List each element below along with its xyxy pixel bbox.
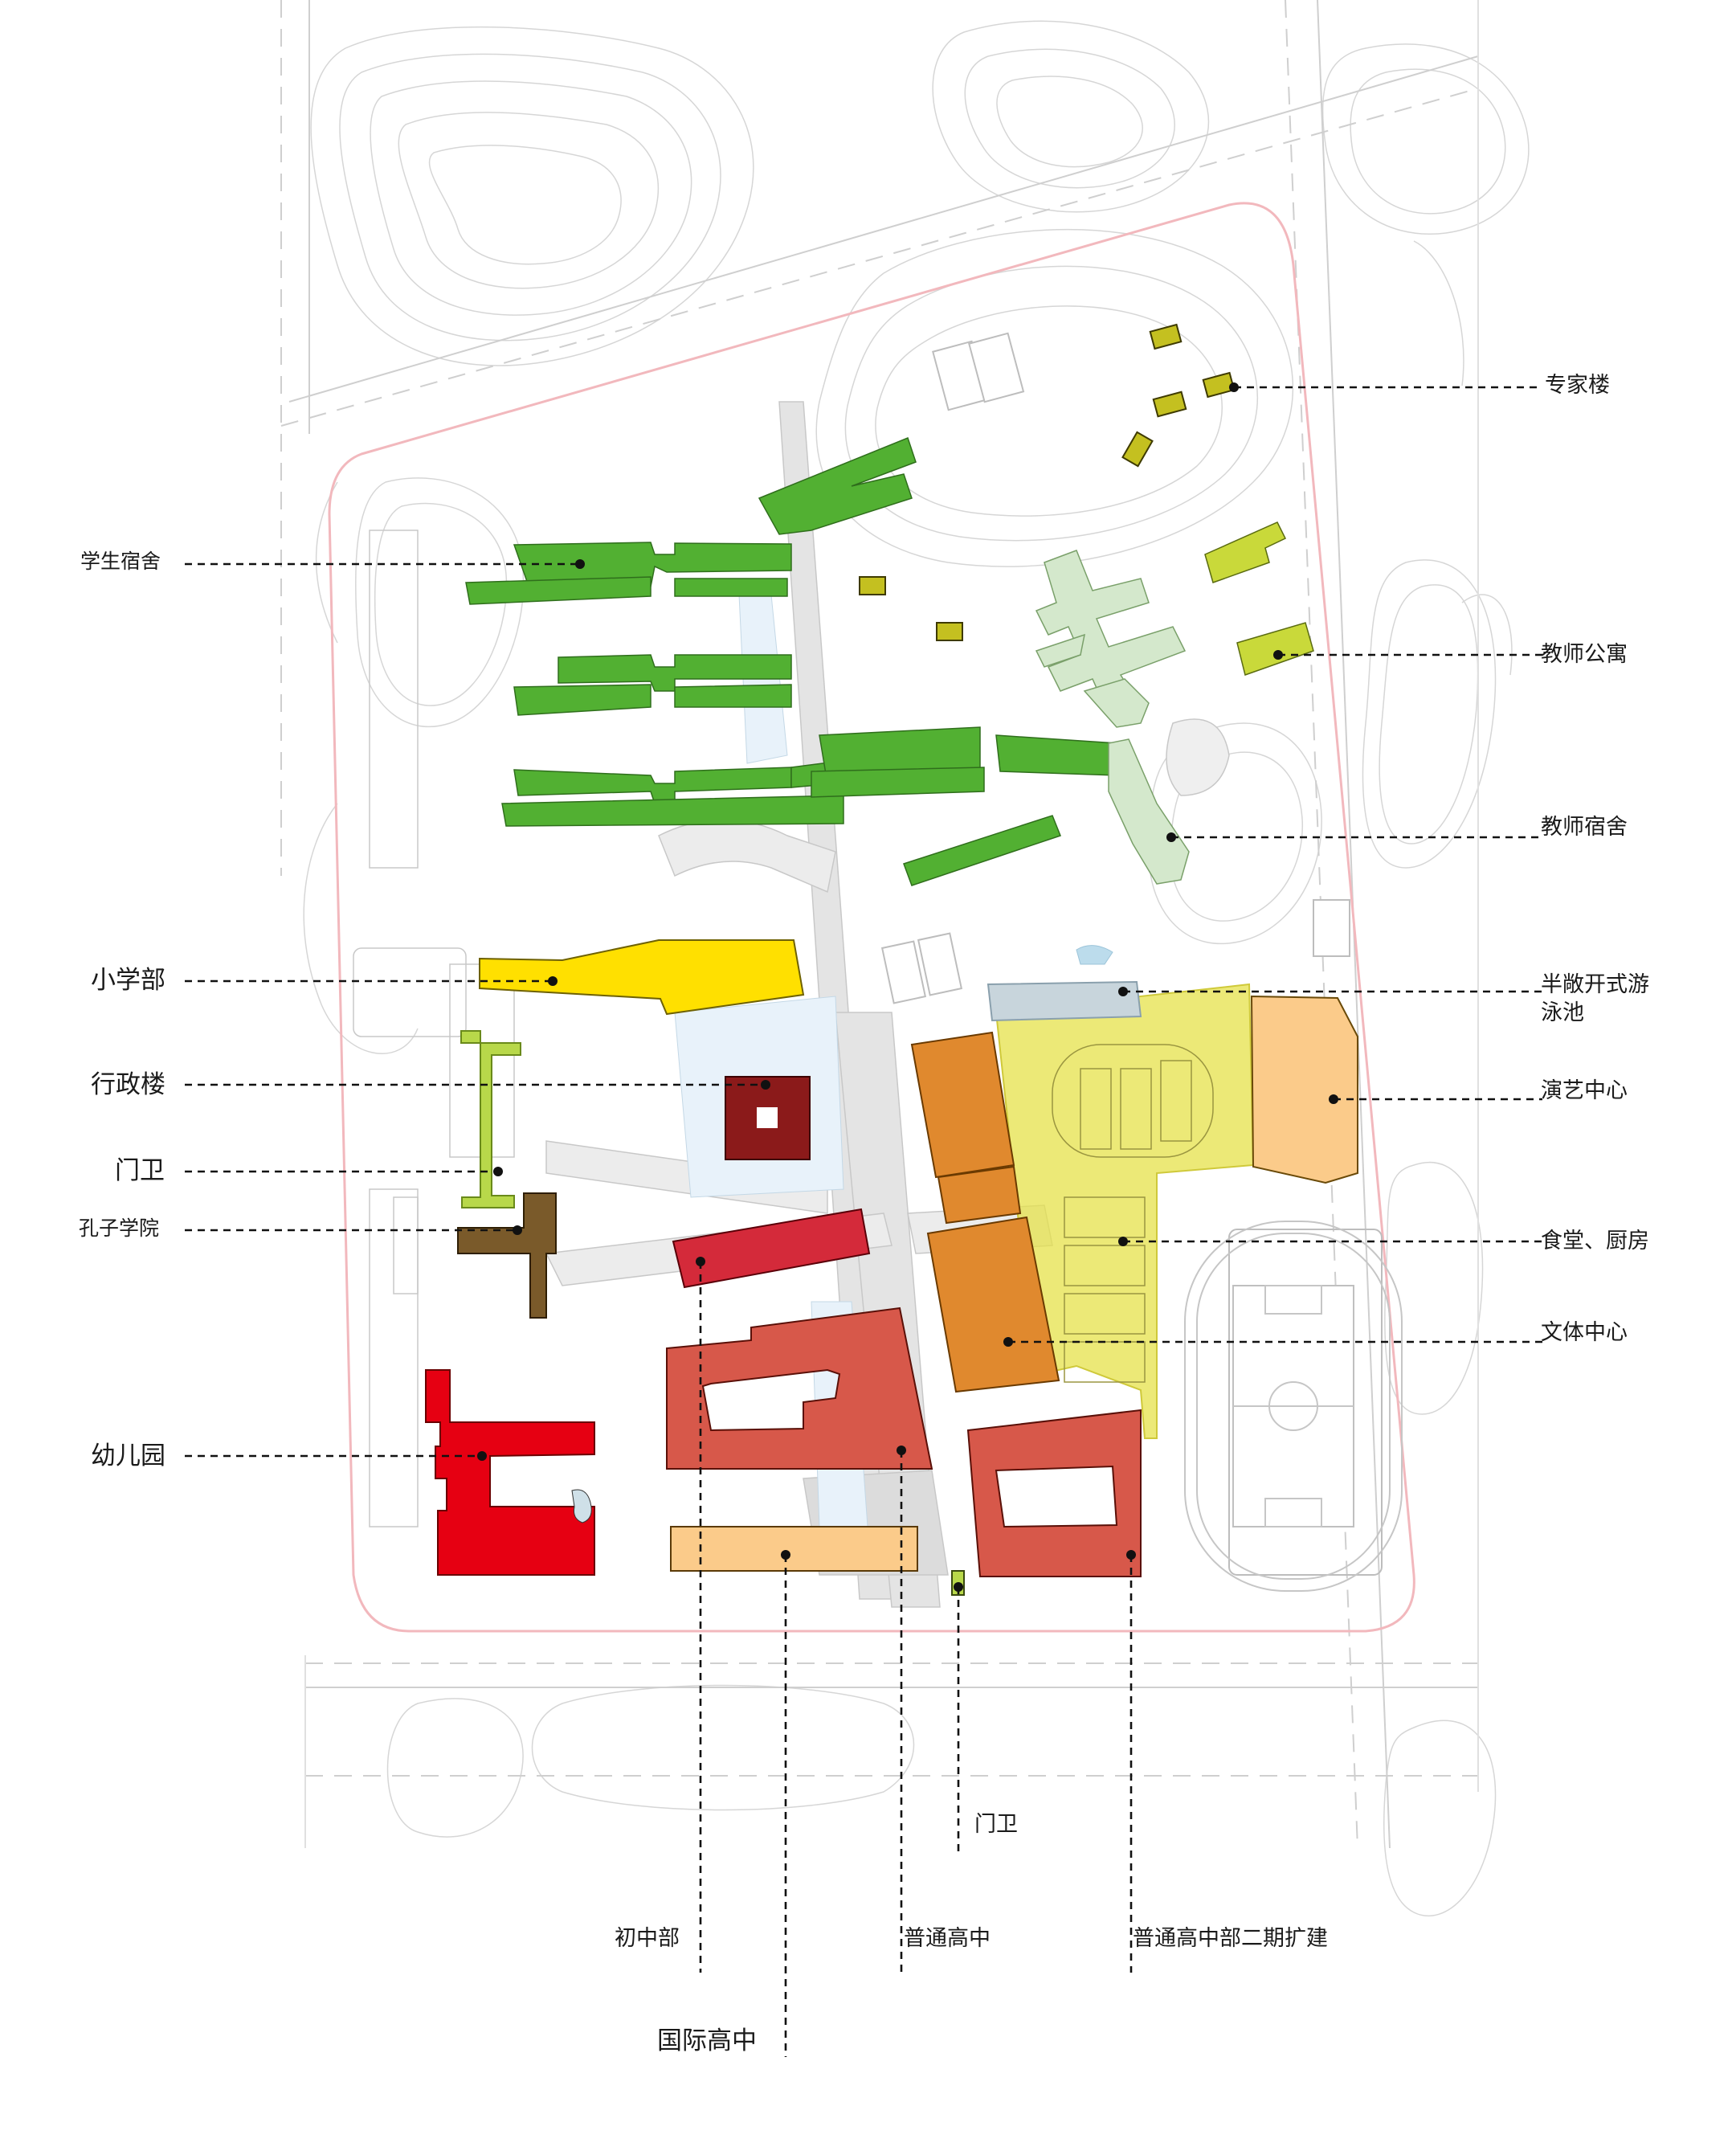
teacher-apartment-buildings [1204, 521, 1314, 676]
pool-water [1076, 945, 1113, 965]
expert-villa-buildings [859, 323, 1236, 641]
small-courts [880, 332, 1383, 1576]
label-junior-high: 初中部 [615, 1926, 680, 1951]
label-high-school: 普通高中 [904, 1926, 991, 1951]
confucius-institute-building [457, 1192, 557, 1319]
label-semi-open-pool: 半敞开式游泳池 [1541, 972, 1649, 1026]
west-parking [353, 530, 515, 1527]
label-canteen-kitchen: 食堂、厨房 [1541, 1229, 1649, 1253]
label-primary-school: 小学部 [91, 966, 165, 995]
leader-dots [477, 382, 1338, 1592]
label-expert-building: 专家楼 [1545, 373, 1610, 398]
leader-lines [185, 386, 1542, 2057]
label-west-guard: 门卫 [115, 1156, 165, 1185]
pool-structure [986, 980, 1142, 1022]
label-intl-high-school: 国际高中 [657, 2026, 757, 2055]
label-high-school-phase2: 普通高中部二期扩建 [1133, 1926, 1328, 1951]
performing-arts-building [1250, 995, 1358, 1184]
kindergarten-building [425, 1369, 595, 1576]
primary-school-building [479, 939, 805, 1016]
sports-culture-center-building [910, 1031, 1060, 1393]
label-confucius-institute: 孔子学院 [79, 1217, 160, 1240]
label-kindergarten: 幼儿园 [91, 1442, 165, 1470]
kindergarten-pond [571, 1489, 592, 1523]
label-student-dorm: 学生宿舍 [80, 550, 161, 573]
junior-high-building [672, 1208, 871, 1289]
label-south-guard: 门卫 [974, 1812, 1018, 1837]
running-track [1184, 1221, 1403, 1592]
high-school-phase2-building [966, 1409, 1142, 1577]
west-guard-building [460, 1030, 521, 1208]
label-teacher-apartment: 教师公寓 [1541, 642, 1628, 667]
high-school-building [666, 1307, 933, 1470]
admin-building [725, 1076, 811, 1160]
site-boundary [328, 202, 1415, 1633]
student-dormitory-buildings [465, 437, 1117, 886]
label-teacher-dorm: 教师宿舍 [1541, 815, 1628, 840]
road-network [280, 0, 1479, 1849]
intl-high-school-building [670, 1526, 918, 1572]
label-performing-arts: 演艺中心 [1541, 1078, 1628, 1103]
label-sports-culture-center: 文体中心 [1541, 1320, 1628, 1345]
label-admin-building: 行政楼 [91, 1070, 165, 1099]
sports-courts [1052, 1044, 1214, 1383]
teacher-dormitory-buildings [1035, 550, 1190, 885]
